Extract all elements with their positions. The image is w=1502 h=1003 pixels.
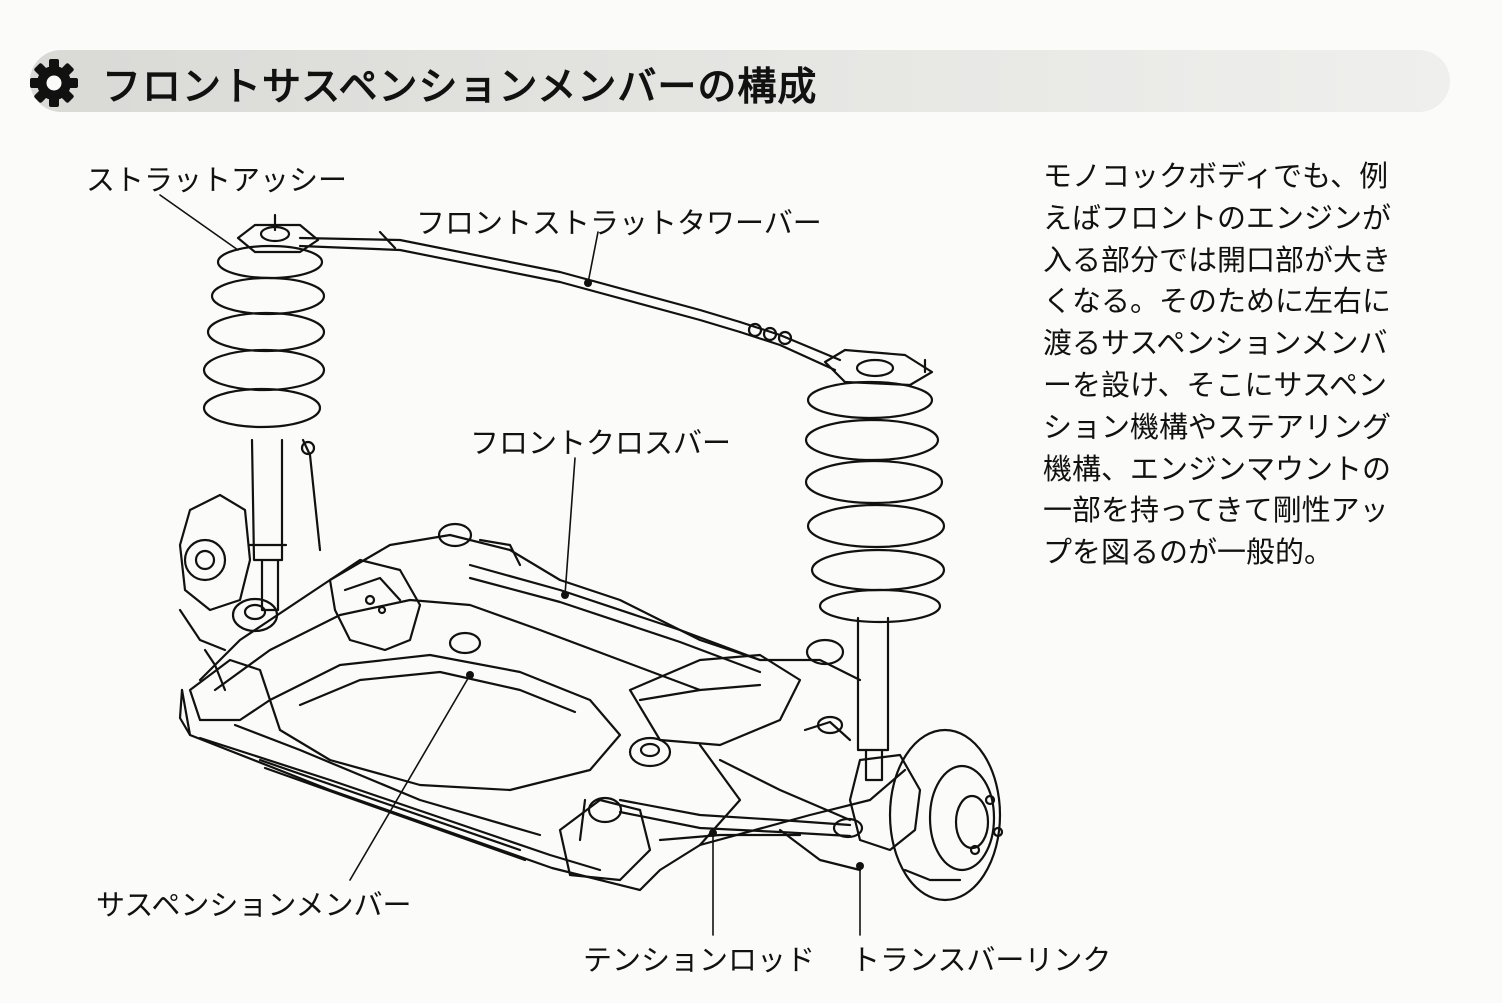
label-front-crossbar: フロントクロスバー — [470, 426, 732, 460]
description-text: モノコックボディでも、例 えばフロントのエンジンが 入る部分では開口部が大き く… — [1043, 156, 1413, 574]
gear-icon — [30, 59, 78, 107]
header-bar — [30, 50, 1450, 112]
suspension-member-drawing — [178, 522, 907, 892]
label-suspension-member: サスペンションメンバー — [96, 888, 412, 922]
description-line: プを図るのが一般的。 — [1043, 535, 1334, 570]
description-line: ーを設け、そこにサスペン — [1043, 367, 1387, 402]
description-line: えばフロントのエンジンが — [1043, 200, 1392, 235]
page-title: フロントサスペンションメンバーの構成 — [102, 65, 818, 110]
description-line: 機構、エンジンマウントの — [1043, 451, 1392, 486]
label-transverse-link: トランスバーリンク — [851, 943, 1112, 977]
leader-lines — [159, 194, 861, 936]
description-line: モノコックボディでも、例 — [1043, 159, 1389, 193]
label-tension-rod: テンションロッド — [583, 943, 816, 977]
label-strut-assy: ストラットアッシー — [86, 163, 348, 197]
left-strut-drawing — [178, 213, 326, 652]
strut-tower-bar-drawing — [298, 230, 842, 372]
right-strut-drawing — [804, 348, 1004, 902]
label-strut-tower-bar: フロントストラットタワーバー — [416, 206, 822, 240]
description-line: くなる。そのために左右に — [1043, 284, 1392, 319]
description-line: 渡るサスペンションメンバ — [1043, 326, 1388, 361]
description-line: 一部を持ってきて剛性アッ — [1043, 493, 1389, 528]
description-line: ション機構やステアリング — [1043, 409, 1392, 444]
lower-arm-drawing — [618, 715, 864, 872]
description-line: 入る部分では開口部が大き — [1043, 242, 1392, 277]
